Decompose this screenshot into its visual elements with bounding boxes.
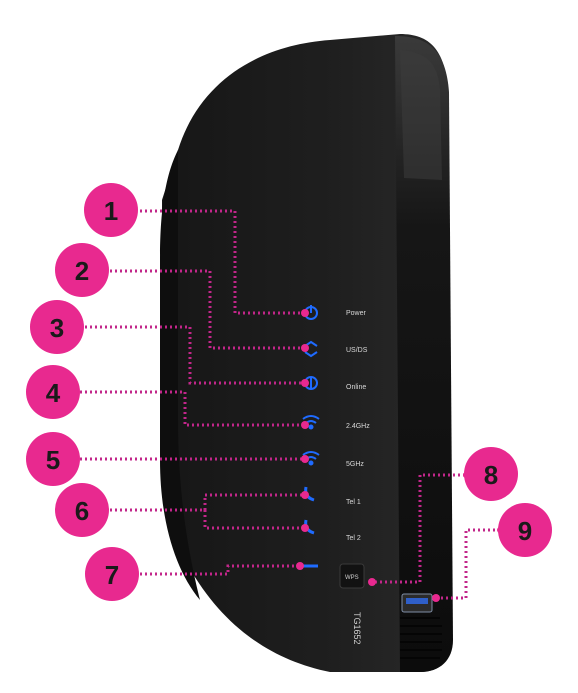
callout-2-label: 2 — [75, 256, 89, 286]
callout-2: 2 — [55, 243, 109, 297]
vent-slots — [400, 617, 442, 659]
callout-9: 9 — [498, 503, 552, 557]
leader-dots — [296, 309, 503, 602]
leader-lines — [80, 209, 500, 600]
led-label-wifi5: 5GHz — [346, 461, 364, 468]
callout-1-label: 1 — [104, 196, 118, 226]
callout-6: 6 — [55, 483, 109, 537]
led-label-tel1: Tel 1 — [346, 499, 361, 506]
callout-6-label: 6 — [75, 496, 89, 526]
wps-button: WPS — [339, 563, 365, 589]
led-label-tel2: Tel 2 — [346, 535, 361, 542]
callout-5-label: 5 — [46, 445, 60, 475]
callout-3-label: 3 — [50, 313, 64, 343]
callout-8-label: 8 — [484, 460, 498, 490]
led-label-usds: US/DS — [346, 347, 368, 354]
led-labels: Power US/DS Online 2.4GHz 5GHz Tel 1 Tel… — [346, 310, 370, 542]
callout-7: 7 — [85, 547, 139, 601]
callout-7-label: 7 — [105, 560, 119, 590]
callout-4: 4 — [26, 365, 80, 419]
usb-port — [401, 593, 433, 613]
callout-9-label: 9 — [518, 516, 532, 546]
callout-1: 1 — [84, 183, 138, 237]
callout-5: 5 — [26, 432, 80, 486]
led-label-wifi24: 2.4GHz — [346, 423, 370, 430]
model-label: TG1652 — [352, 612, 362, 645]
callout-4-label: 4 — [46, 378, 61, 408]
callout-8: 8 — [464, 447, 518, 501]
led-label-online: Online — [346, 384, 366, 391]
callout-3: 3 — [30, 300, 84, 354]
wps-button-label: WPS — [345, 575, 359, 581]
led-label-power: Power — [346, 310, 367, 317]
